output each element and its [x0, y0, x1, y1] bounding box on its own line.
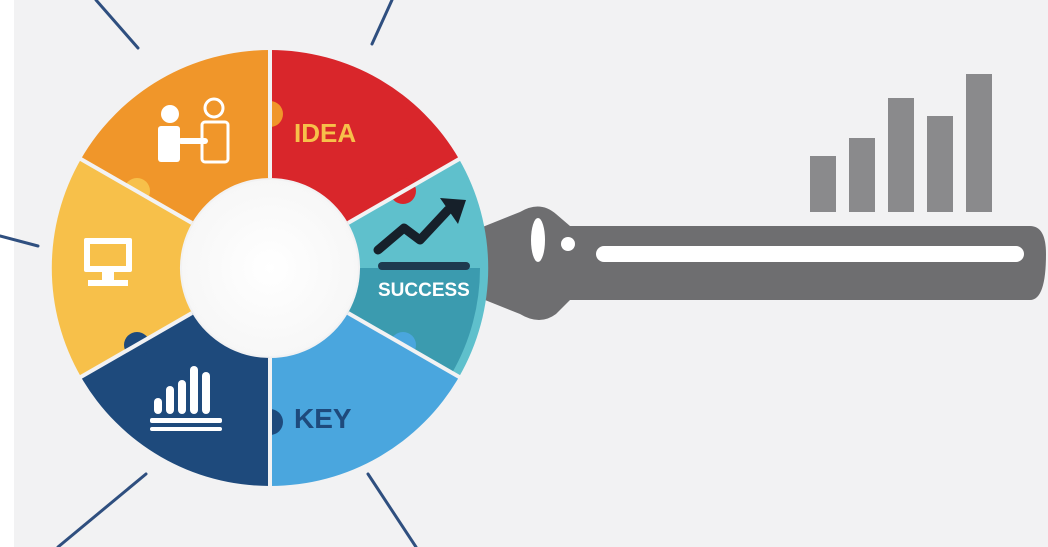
key-notch-dot: [561, 237, 575, 251]
label-success: SUCCESS: [378, 280, 470, 301]
key-notch-hole: [531, 218, 545, 262]
bar-2: [849, 138, 875, 212]
key-shaft-slot: [596, 246, 1024, 262]
bar-chart-graphic: [810, 74, 992, 212]
key-shaft: [480, 206, 1046, 320]
connector-lines: [0, 0, 418, 547]
segment-key: [270, 313, 459, 487]
bar-1: [810, 156, 836, 212]
connector-line-bottom-right: [366, 472, 418, 547]
key-shape: [480, 206, 1046, 320]
connector-line-left: [0, 234, 40, 248]
connector-line-bottom-left: [56, 472, 148, 547]
bar-3: [888, 98, 914, 212]
bar-4: [927, 116, 953, 212]
people-handshake-icon: [158, 97, 230, 164]
segment-seams: [78, 48, 462, 488]
label-key: KEY: [294, 403, 352, 434]
connector-line-top-right: [370, 0, 394, 46]
segment-analytics: [81, 313, 270, 487]
key-label-group: KEY: [294, 403, 352, 434]
lightbulb-icon: IDEA: [294, 118, 356, 148]
trend-arrow-icon: SUCCESS: [373, 198, 470, 301]
bar-chart-icon: [150, 366, 222, 431]
segment-idea: [270, 49, 459, 223]
segment-success-shade: [348, 268, 481, 373]
ring-center: [182, 180, 358, 356]
monitor-icon: [84, 238, 132, 286]
connector-line-top-left: [94, 0, 140, 50]
label-idea: IDEA: [294, 118, 356, 148]
bar-5: [966, 74, 992, 212]
